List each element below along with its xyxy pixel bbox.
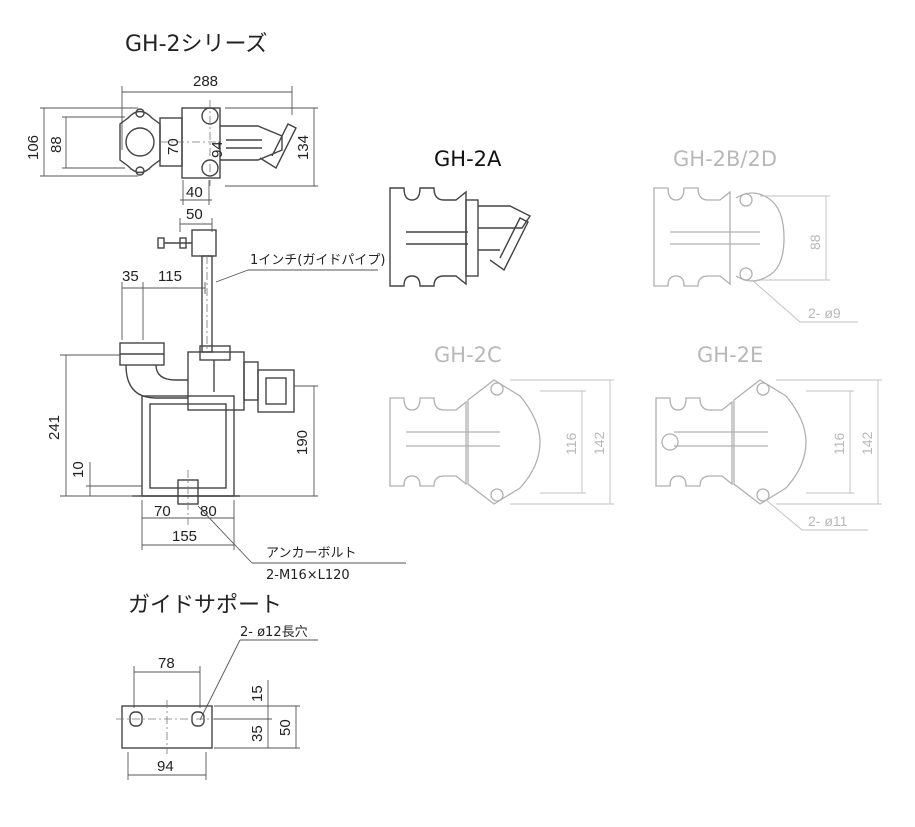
gh2a-view: [389, 187, 532, 287]
dim-50: 50: [186, 206, 203, 223]
dim-80: 80: [200, 503, 217, 520]
gh2c-title: GH-2C: [434, 343, 502, 367]
dim-70-top: 70: [165, 138, 182, 155]
dim-s35: 35: [249, 725, 266, 742]
gh2bd-dim-88: 88: [807, 234, 823, 250]
dim-s78: 78: [158, 655, 175, 672]
gh2e-view: 116 142 2- ø11: [655, 379, 882, 531]
note-bd-holes: 2- ø9: [808, 305, 841, 321]
gh2a-title: GH-2A: [434, 147, 502, 171]
dim-35: 35: [122, 268, 139, 285]
note-e-holes: 2- ø11: [808, 513, 848, 529]
guide-support-title: ガイドサポート: [128, 593, 282, 618]
gh2bd-title: GH-2B/2D: [673, 147, 777, 171]
gh2c-view: 116 142: [389, 379, 614, 505]
dim-134: 134: [295, 135, 312, 160]
note-guide-pipe: 1インチ(ガイドパイプ): [250, 253, 385, 268]
dim-155: 155: [172, 528, 197, 545]
dim-190: 190: [294, 430, 311, 455]
dim-70-bottom: 70: [154, 503, 171, 520]
dim-s15: 15: [249, 685, 266, 702]
dim-241: 241: [46, 415, 63, 440]
gh2c-dim-116: 116: [563, 432, 579, 455]
note-anchor-spec: 2-M16×L120: [266, 568, 350, 583]
dim-10: 10: [70, 461, 87, 478]
side-elevation-view: 50 1インチ(ガイドパイプ) 35 115: [46, 206, 406, 583]
note-slot: 2- ø12長穴: [240, 625, 308, 640]
dim-115: 115: [158, 268, 182, 285]
top-plan-view: 288 106 88 70 94 134: [25, 73, 318, 205]
dim-106: 106: [25, 135, 42, 160]
dim-88: 88: [48, 136, 65, 153]
dim-40: 40: [186, 184, 203, 201]
gh2e-dim-116: 116: [831, 432, 847, 455]
dim-288: 288: [193, 73, 218, 90]
dim-94-top: 94: [209, 141, 226, 158]
dim-s94: 94: [157, 758, 174, 775]
gh2c-dim-142: 142: [591, 431, 607, 455]
dim-s50: 50: [277, 719, 294, 736]
guide-support-view: 2- ø12長穴 78 15 35 50 94: [116, 625, 318, 780]
gh2e-dim-142: 142: [859, 431, 875, 455]
gh2bd-view: 88 2- ø9: [653, 187, 858, 323]
gh2e-title: GH-2E: [697, 343, 763, 367]
note-anchor-title: アンカーボルト: [266, 546, 356, 561]
series-title: GH-2シリーズ: [125, 32, 267, 57]
